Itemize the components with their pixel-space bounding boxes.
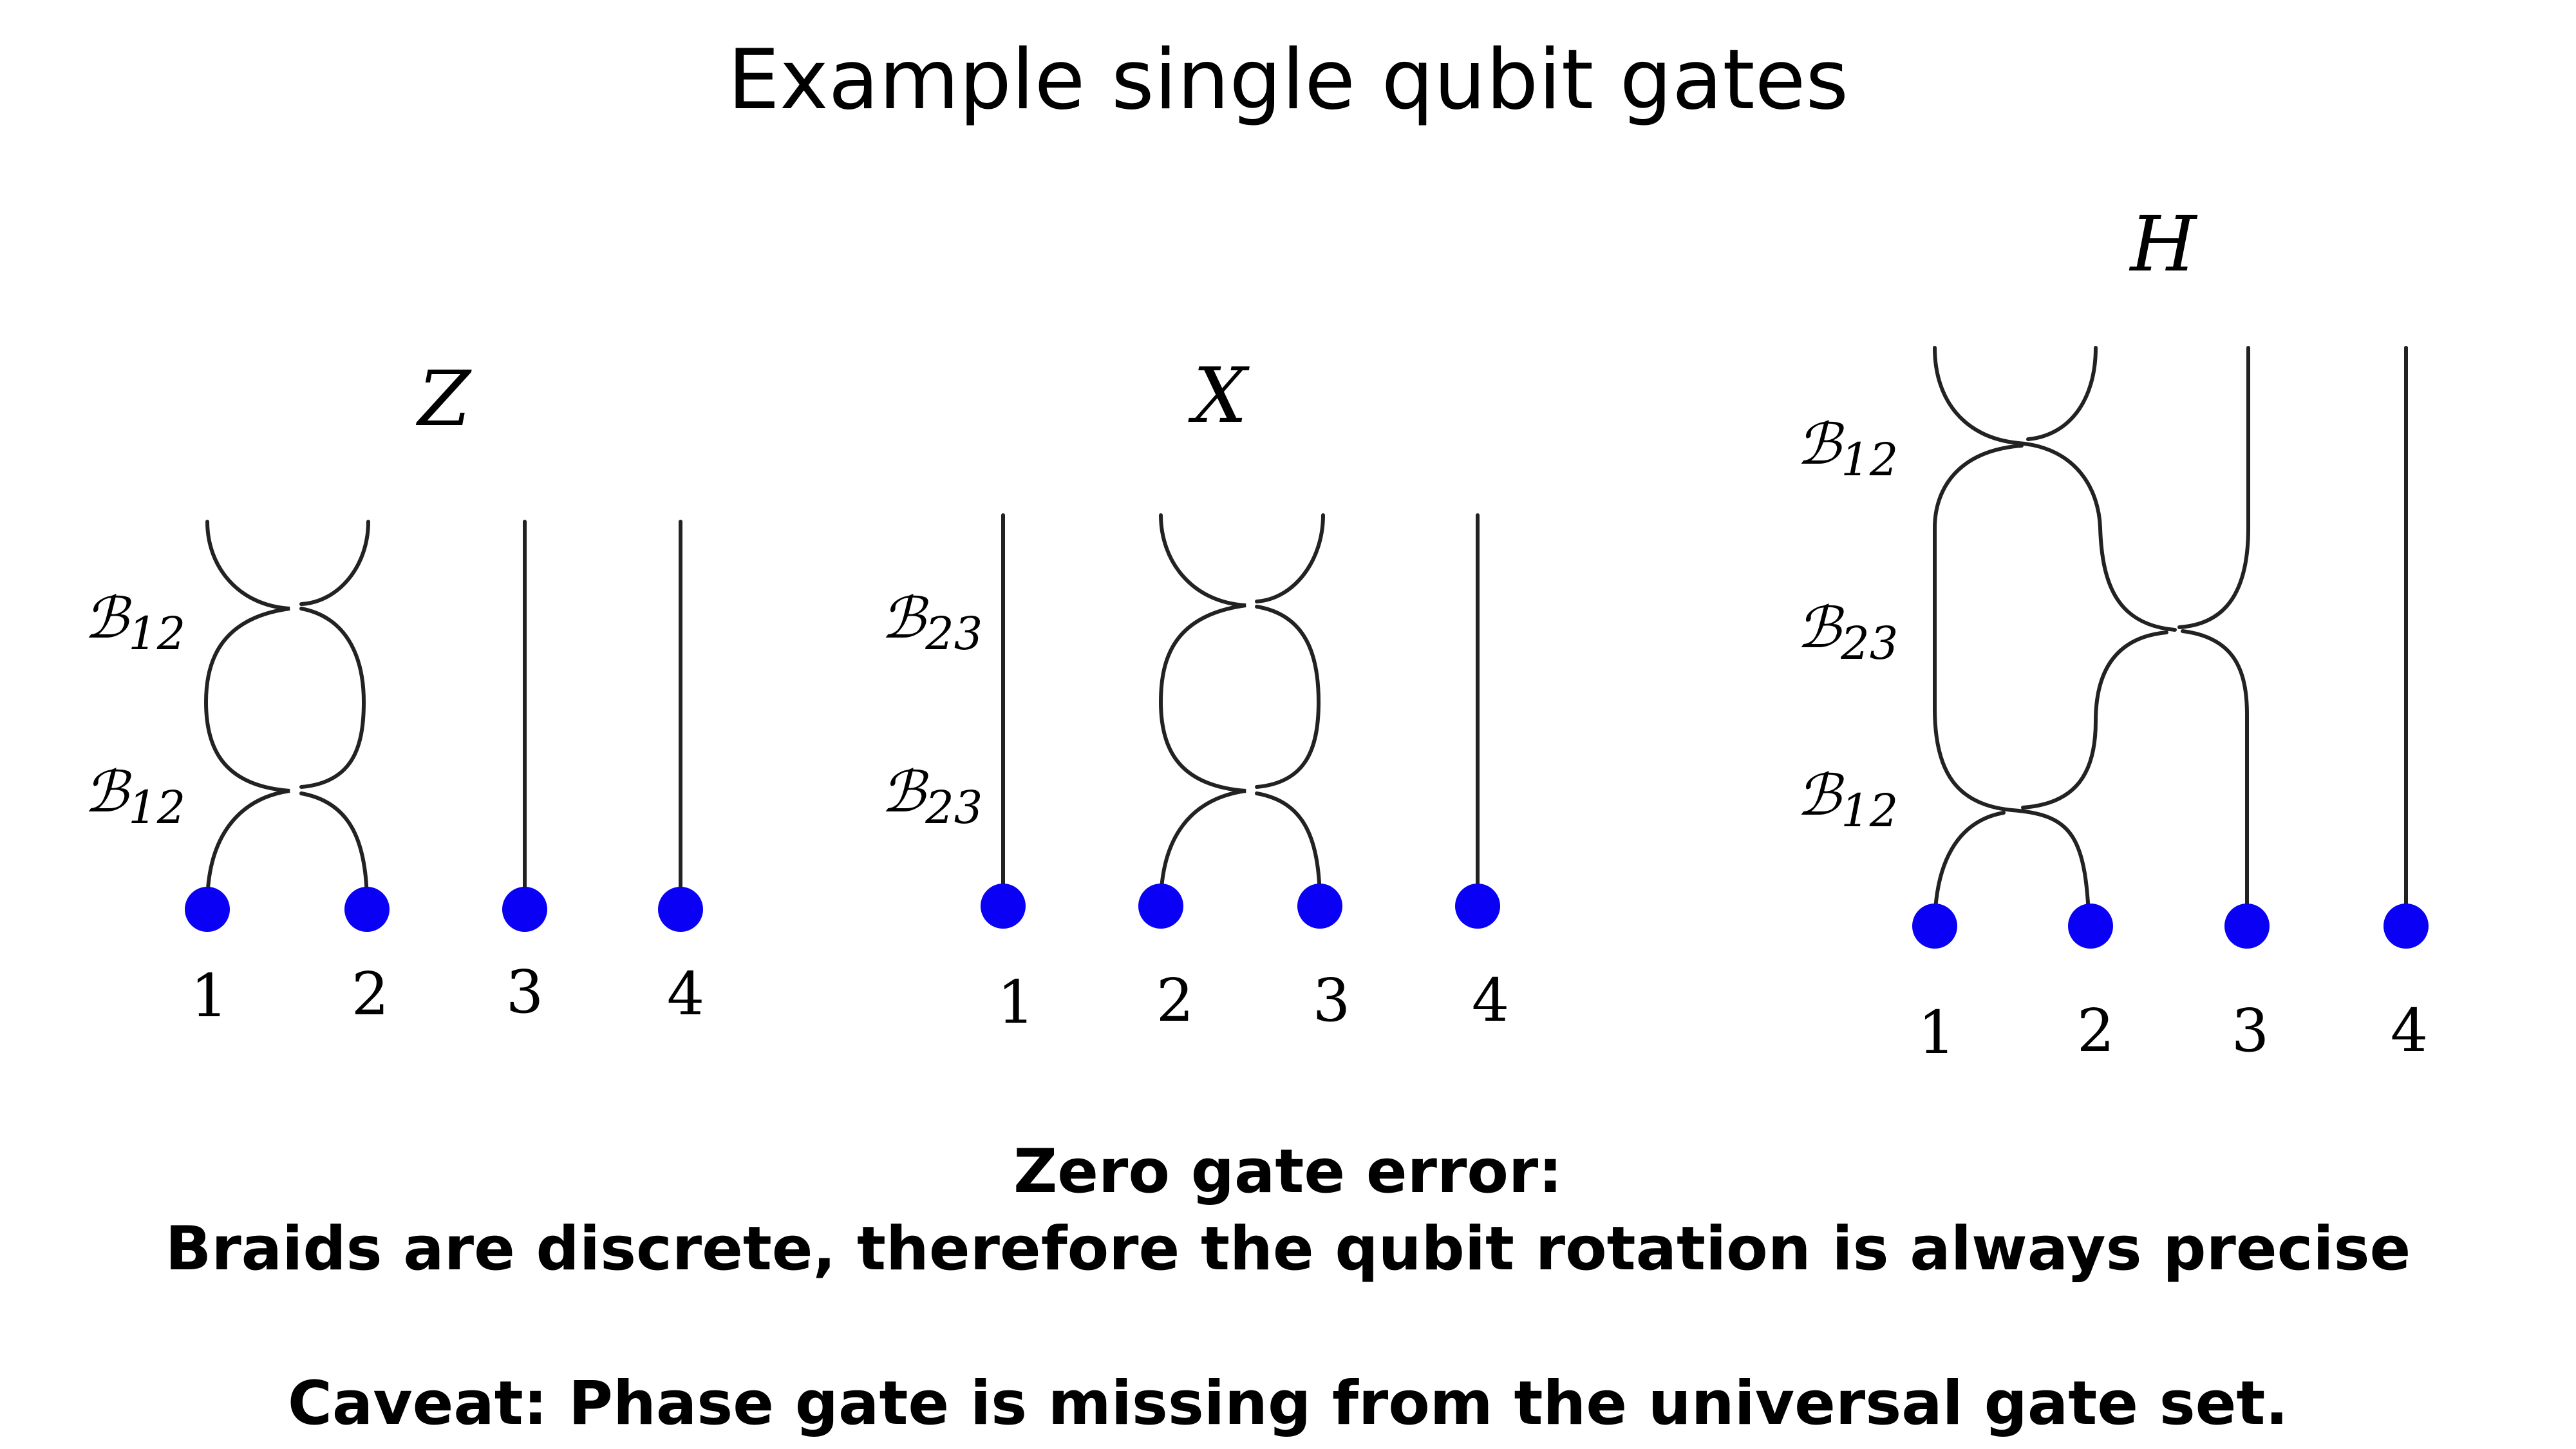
z-braid-label-2: ℬ12 bbox=[84, 759, 185, 834]
z-anyon-label-3: 3 bbox=[506, 958, 544, 1027]
x-anyon-2 bbox=[1138, 884, 1183, 929]
z-anyon-3 bbox=[502, 887, 547, 932]
caveat-text: Caveat: Phase gate is missing from the u… bbox=[287, 1368, 2289, 1439]
x-anyon-4 bbox=[1455, 884, 1500, 929]
h-anyon-label-3: 3 bbox=[2232, 996, 2270, 1065]
zero-error-explanation: Braids are discrete, therefore the qubit… bbox=[165, 1214, 2411, 1284]
z-strand-2 bbox=[299, 520, 370, 907]
x-anyon-label-4: 4 bbox=[1472, 966, 1510, 1035]
x-strand-3 bbox=[1255, 513, 1325, 907]
z-anyon-label-1: 1 bbox=[191, 961, 229, 1030]
x-gate-diagram: X ℬ23 ℬ23 1 2 3 4 bbox=[881, 351, 1509, 1037]
slide-title: Example single qubit gates bbox=[728, 32, 1848, 128]
z-strand-1 bbox=[203, 520, 290, 907]
x-anyon-label-1: 1 bbox=[997, 968, 1035, 1037]
z-braid-label-1: ℬ12 bbox=[84, 585, 185, 660]
h-strand-b bbox=[1933, 346, 2098, 929]
x-gate-label: X bbox=[1188, 351, 1250, 440]
h-anyon-1 bbox=[1912, 904, 1957, 949]
x-braid-label-2: ℬ23 bbox=[881, 759, 982, 834]
h-anyon-2 bbox=[2068, 904, 2113, 949]
x-anyon-3 bbox=[1297, 884, 1342, 929]
z-anyon-2 bbox=[344, 887, 390, 932]
h-anyon-label-4: 4 bbox=[2391, 996, 2429, 1065]
zero-error-heading: Zero gate error: bbox=[1013, 1137, 1563, 1207]
h-gate-label: H bbox=[2129, 200, 2198, 289]
h-anyon-label-2: 2 bbox=[2077, 996, 2115, 1065]
z-gate-label: Z bbox=[415, 354, 472, 443]
h-strand-a bbox=[1933, 346, 2249, 929]
x-strand-2 bbox=[1158, 513, 1246, 907]
h-braid-label-1: ℬ12 bbox=[1796, 411, 1898, 486]
z-anyon-label-4: 4 bbox=[667, 960, 705, 1028]
h-anyon-3 bbox=[2224, 904, 2270, 949]
h-anyon-4 bbox=[2383, 904, 2429, 949]
x-braid-label-1: ℬ23 bbox=[881, 585, 982, 660]
h-braid-label-3: ℬ12 bbox=[1796, 762, 1898, 837]
x-anyon-label-2: 2 bbox=[1156, 966, 1194, 1035]
x-anyon-label-3: 3 bbox=[1313, 966, 1351, 1035]
z-anyon-4 bbox=[658, 887, 703, 932]
h-anyon-label-1: 1 bbox=[1918, 998, 1956, 1067]
z-anyon-label-2: 2 bbox=[352, 960, 390, 1028]
h-gate-diagram: H ℬ12 ℬ23 ℬ12 1 2 3 4 bbox=[1796, 200, 2429, 1067]
h-braid-label-2: ℬ23 bbox=[1796, 594, 1898, 670]
z-anyon-1 bbox=[185, 887, 230, 932]
x-anyon-1 bbox=[981, 884, 1026, 929]
z-gate-diagram: Z ℬ12 ℬ12 1 2 3 4 bbox=[84, 354, 704, 1030]
